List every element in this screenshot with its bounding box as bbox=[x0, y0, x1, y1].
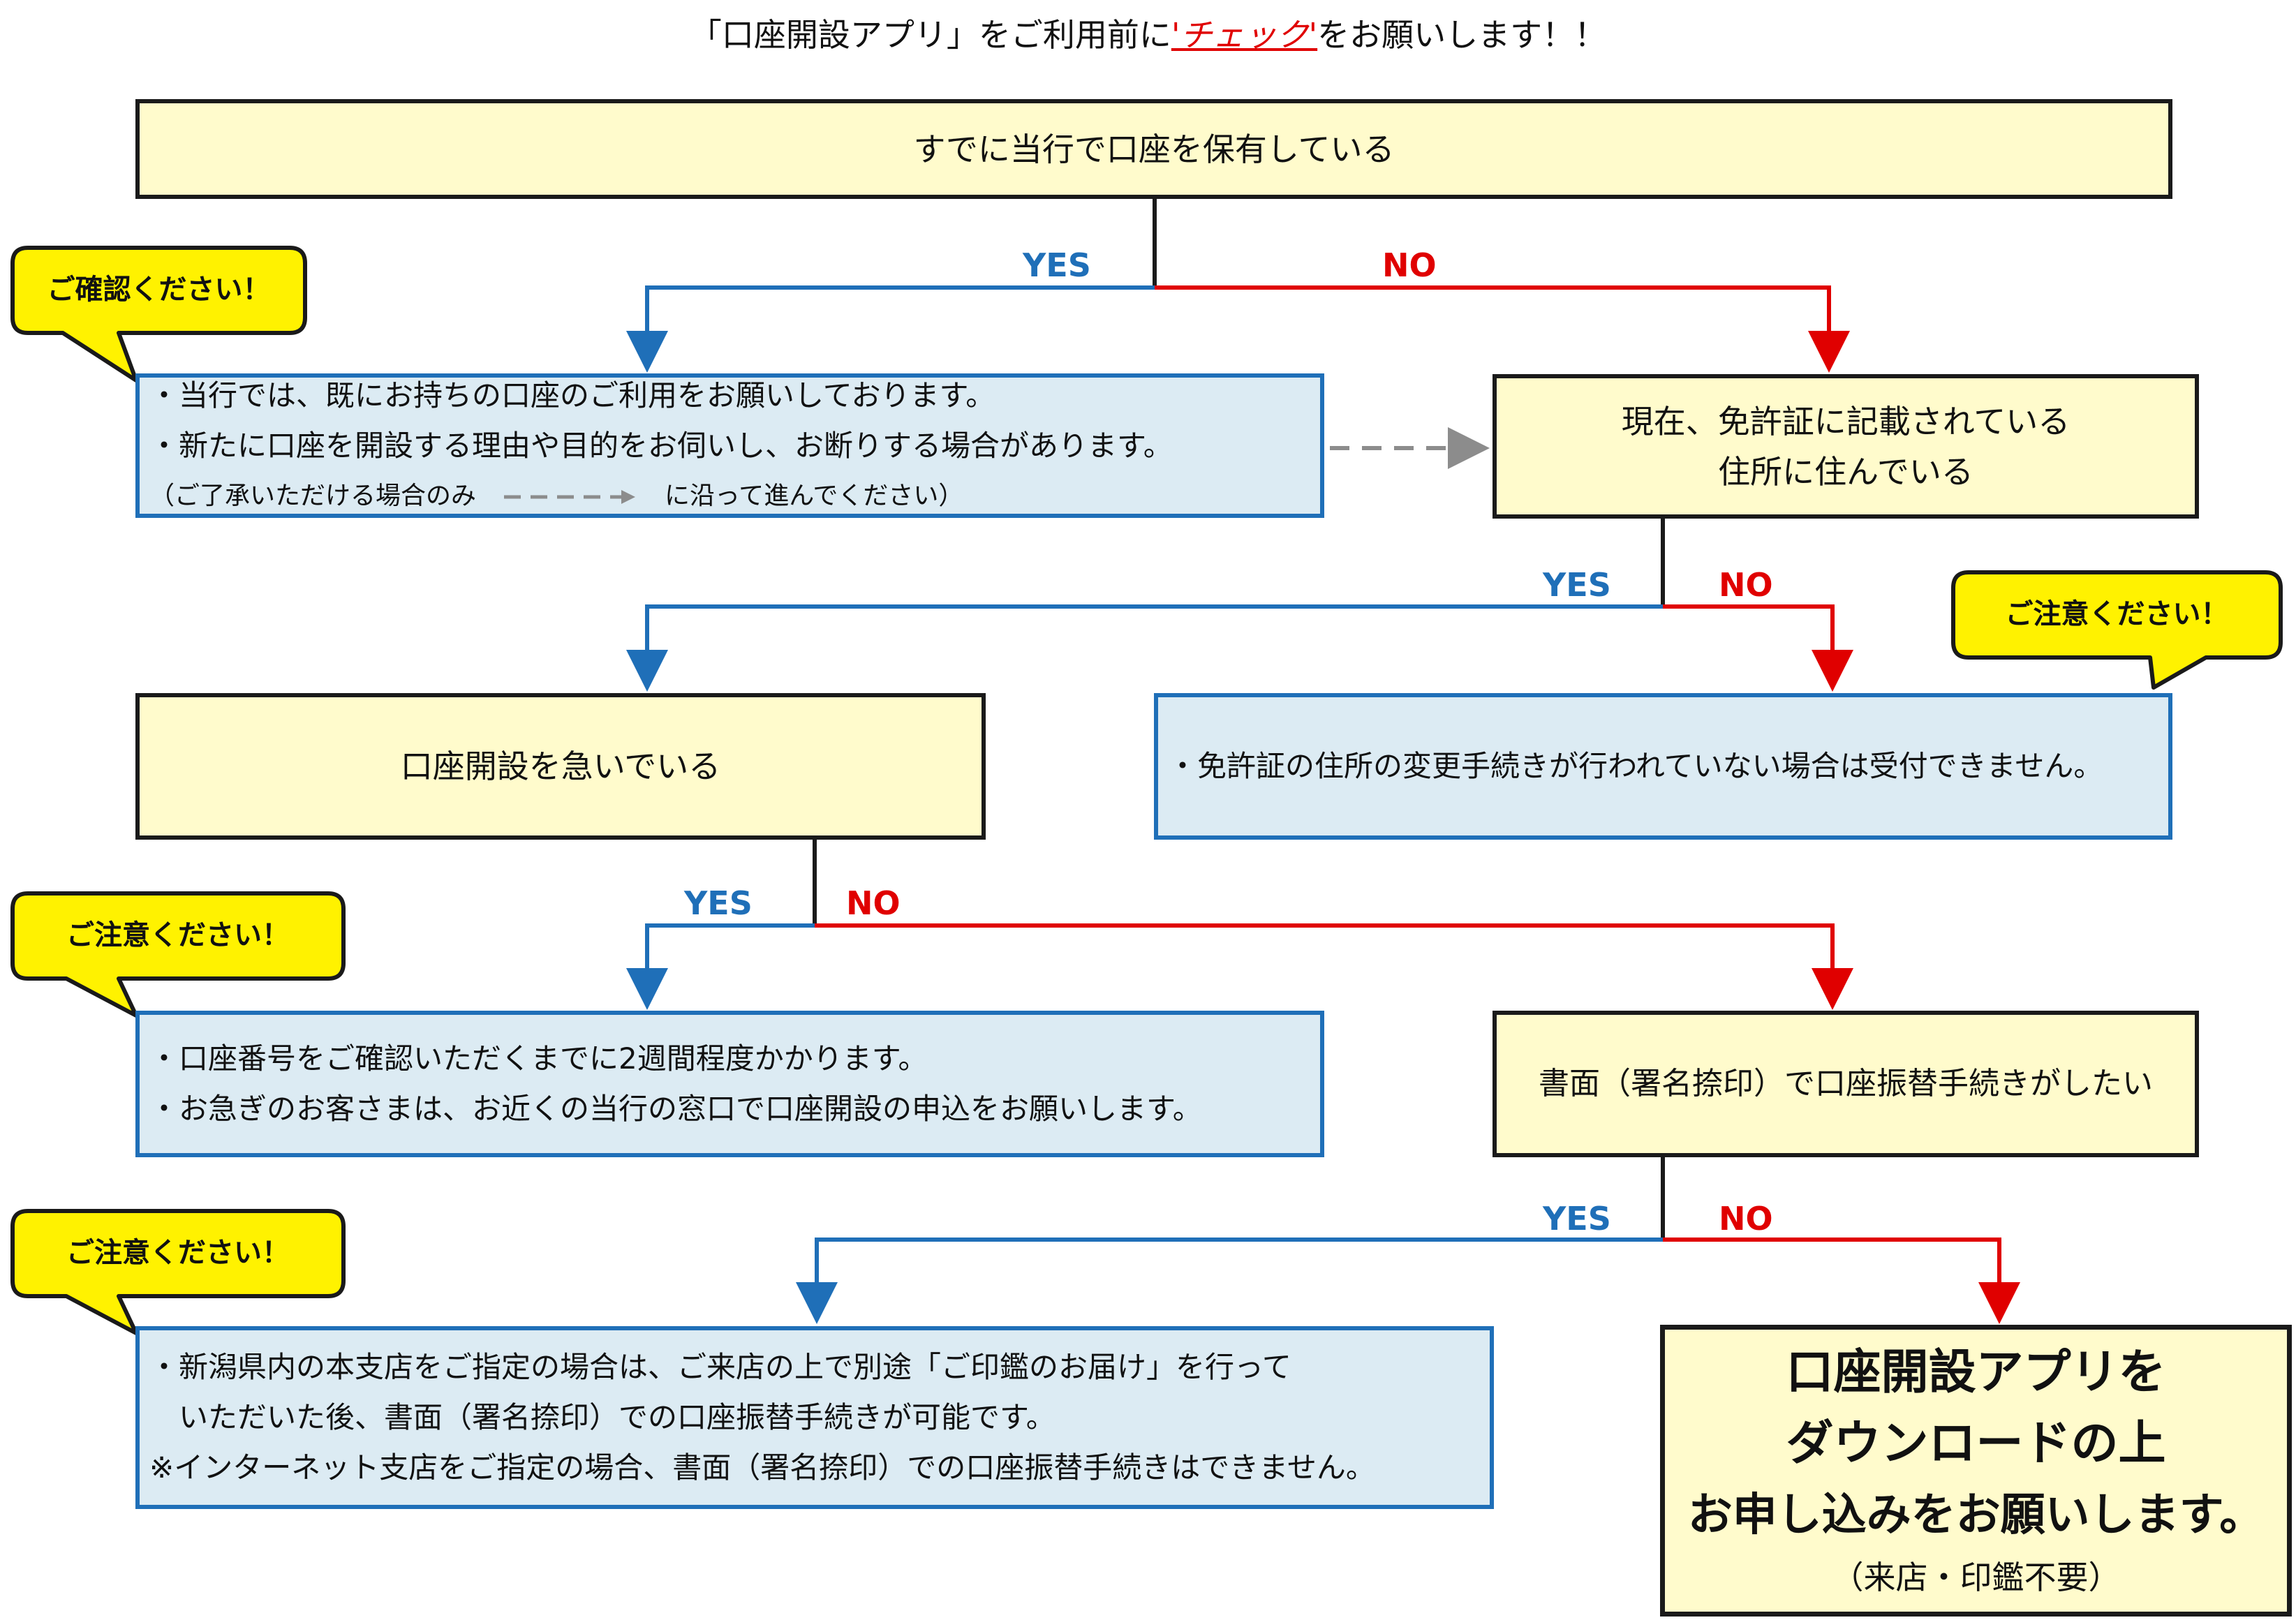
bubble-caution-1: ご注意ください！ bbox=[2005, 598, 2229, 630]
info-address-change: ・免許証の住所の変更手続きが行われていない場合は受付できません。 bbox=[1154, 693, 2172, 840]
info-line: いただいた後、書面（署名捺印）での口座振替手続きが可能です。 bbox=[149, 1400, 1056, 1434]
question-text: すでに当行で口座を保有している bbox=[913, 130, 1395, 168]
info-note-a: （ご了承いただける場合のみ bbox=[149, 481, 477, 510]
info-line: ・新たに口座を開設する理由や目的をお伺いし、お断りする場合があります。 bbox=[149, 428, 1173, 463]
info-urgent: ・口座番号をご確認いただくまでに2週間程度かかります。 ・お急ぎのお客さまは、お… bbox=[135, 1011, 1324, 1157]
bubble-shape-1 bbox=[10, 246, 307, 382]
yes-label-4: YES bbox=[1543, 1200, 1611, 1238]
title-after: をお願いします！！ bbox=[1317, 16, 1607, 54]
bubble-shape-4 bbox=[10, 1209, 346, 1335]
question-text: 口座開設を急いでいる bbox=[400, 748, 721, 785]
question-paper-transfer: 書面（署名捺印）で口座振替手続きがしたい bbox=[1493, 1011, 2199, 1157]
no-label-4: NO bbox=[1719, 1200, 1773, 1238]
final-line-2: ダウンロードの上 bbox=[1786, 1416, 2166, 1471]
bubble-confirm: ご確認ください！ bbox=[47, 274, 271, 306]
info-existing-account: ・当行では、既にお持ちの口座のご利用をお願いしております。 ・新たに口座を開設す… bbox=[135, 373, 1324, 518]
yes-label-1: YES bbox=[1023, 246, 1091, 284]
info-note-b: に沿って進んでください） bbox=[665, 481, 964, 510]
no-label-1: NO bbox=[1382, 246, 1437, 284]
no-label-2: NO bbox=[1719, 566, 1773, 604]
yes-label-3: YES bbox=[684, 884, 753, 922]
question-has-account: すでに当行で口座を保有している bbox=[135, 99, 2172, 199]
title-before: 「口座開設アプリ」をご利用前に bbox=[689, 16, 1171, 54]
q3-yes-arrow bbox=[626, 923, 815, 1010]
info-line: ・口座番号をご確認いただくまでに2週間程度かかります。 bbox=[149, 1041, 928, 1076]
final-download-app: 口座開設アプリを ダウンロードの上 お申し込みをお願いします。 （来店・印鑑不要… bbox=[1660, 1325, 2292, 1617]
question-text: 住所に住んでいる bbox=[1718, 452, 1973, 491]
info-paper-transfer: ・新潟県内の本支店をご指定の場合は、ご来店の上で別途「ご印鑑のお届け」を行って … bbox=[135, 1326, 1494, 1509]
info-line: ・新潟県内の本支店をご指定の場合は、ご来店の上で別途「ご印鑑のお届け」を行って bbox=[149, 1350, 1291, 1384]
q2-no-arrow bbox=[1663, 604, 1853, 692]
final-line-4: （来店・印鑑不要） bbox=[1831, 1559, 2121, 1596]
info-line: ※インターネット支店をご指定の場合、書面（署名捺印）での口座振替手続きはできませ… bbox=[149, 1450, 1375, 1485]
info-line: ・免許証の住所の変更手続きが行われていない場合は受付できません。 bbox=[1168, 749, 2103, 783]
bubble-caution-2: ご注意ください！ bbox=[66, 919, 290, 951]
info-note-line: （ご了承いただける場合のみ に沿って進んでください） bbox=[149, 471, 1320, 521]
q4-no-arrow bbox=[1663, 1238, 2020, 1324]
no-label-3: NO bbox=[846, 884, 901, 922]
final-line-3: お申し込みをお願いします。 bbox=[1687, 1489, 2265, 1541]
question-address-match: 現在、免許証に記載されている 住所に住んでいる bbox=[1493, 374, 2199, 519]
info-line: ・当行では、既にお持ちの口座のご利用をお願いしております。 bbox=[149, 378, 995, 413]
q1-no-arrow bbox=[1155, 285, 1850, 373]
q3-no-arrow bbox=[815, 923, 1853, 1010]
bubble-shape-2 bbox=[1951, 570, 2283, 690]
dashed-arrow-icon bbox=[504, 489, 636, 504]
yes-label-2: YES bbox=[1543, 566, 1611, 604]
question-text: 書面（署名捺印）で口座振替手続きがしたい bbox=[1539, 1066, 2153, 1101]
page-title: 「口座開設アプリ」をご利用前に'チェック'をお願いします！！ bbox=[0, 7, 2296, 63]
bubble-shape-3 bbox=[10, 891, 346, 1018]
question-urgent: 口座開設を急いでいる bbox=[135, 693, 986, 840]
q2-yes-arrow bbox=[626, 604, 1663, 692]
bubble-caution-3: ご注意ください！ bbox=[66, 1237, 290, 1269]
question-text: 現在、免許証に記載されている bbox=[1621, 402, 2071, 440]
q4-yes-arrow bbox=[796, 1238, 1663, 1324]
final-line-1: 口座開設アプリを bbox=[1786, 1345, 2166, 1400]
title-check: 'チェック' bbox=[1171, 16, 1318, 54]
info-line: ・お急ぎのお客さまは、お近くの当行の窓口で口座開設の申込をお願いします。 bbox=[149, 1092, 1202, 1126]
q1-yes-arrow bbox=[626, 285, 1155, 373]
